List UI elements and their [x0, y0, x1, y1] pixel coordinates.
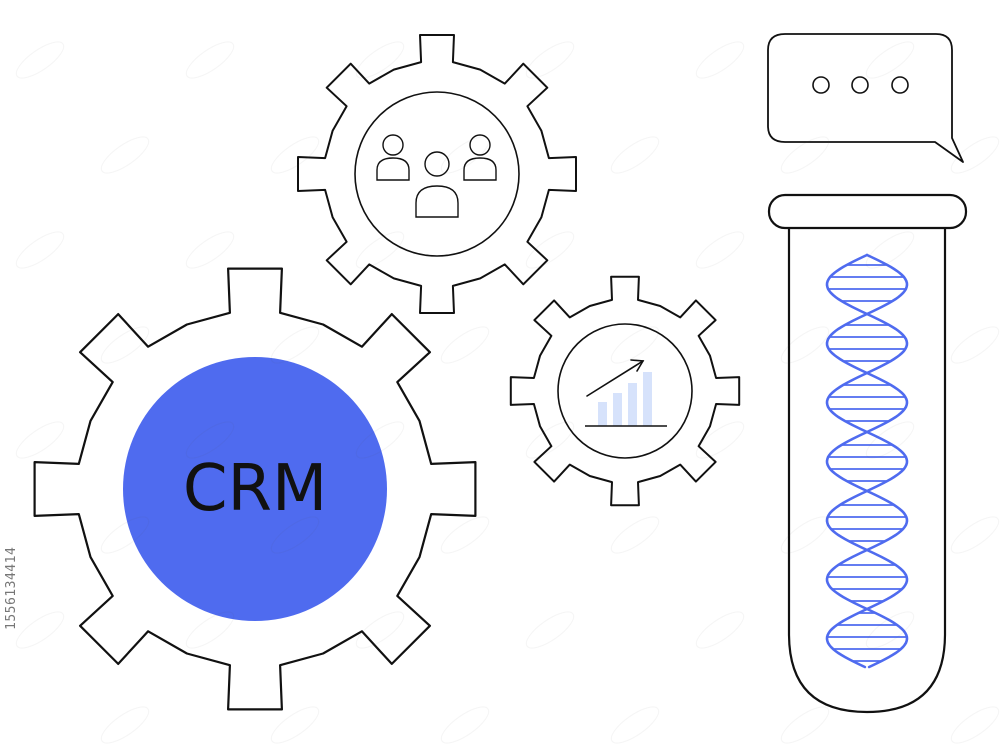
watermark-mark: [610, 136, 660, 174]
watermark-mark: [865, 231, 915, 269]
dot-icon: [812, 76, 830, 94]
watermark-mark: [865, 421, 915, 459]
watermark-mark: [610, 706, 660, 744]
watermark-mark: [100, 326, 150, 364]
trend-arrow-icon: [586, 359, 645, 397]
watermark-mark: [100, 136, 150, 174]
watermark-mark: [950, 516, 1000, 554]
watermark-mark: [185, 41, 235, 79]
watermark-mark: [185, 421, 235, 459]
watermark-mark: [695, 231, 745, 269]
watermark-mark: [525, 231, 575, 269]
watermark-mark: [355, 41, 405, 79]
watermark-mark: [355, 421, 405, 459]
crm-label: CRM: [183, 452, 327, 526]
watermark-mark: [270, 706, 320, 744]
watermark-mark: [780, 136, 830, 174]
watermark-mark: [780, 326, 830, 364]
watermark-mark: [100, 516, 150, 554]
watermark-mark: [440, 706, 490, 744]
watermark-mark: [270, 136, 320, 174]
crm-badge-circle: [123, 357, 387, 621]
watermark-mark: [525, 41, 575, 79]
watermark-mark: [695, 611, 745, 649]
watermark-mark: [15, 611, 65, 649]
dna-strand: [825, 253, 909, 669]
watermark-mark: [610, 326, 660, 364]
dna-strand: [825, 253, 909, 669]
watermark-mark: [440, 516, 490, 554]
watermark-mark: [440, 326, 490, 364]
watermark-mark: [355, 611, 405, 649]
watermark-mark: [185, 231, 235, 269]
team-people-icon: [376, 134, 497, 218]
dna-helix-icon: [825, 253, 909, 669]
watermark-mark: [355, 231, 405, 269]
growth-chart-gear-icon: [509, 275, 741, 507]
watermark-mark: [610, 516, 660, 554]
watermark-mark: [525, 611, 575, 649]
watermark-mark: [780, 706, 830, 744]
crm-gear-icon: CRM: [33, 267, 477, 711]
watermark-mark: [695, 421, 745, 459]
watermark-mark: [780, 516, 830, 554]
speech-bubble-icon: [767, 33, 964, 163]
dot-icon: [851, 76, 869, 94]
watermark-mark: [15, 231, 65, 269]
stock-id-text: 1556134414: [4, 546, 19, 630]
watermark-mark: [270, 326, 320, 364]
test-tube-icon: [767, 193, 968, 714]
watermark-pattern: [15, 41, 1000, 744]
watermark-mark: [15, 41, 65, 79]
team-gear-icon: [297, 34, 577, 314]
watermark-mark: [950, 326, 1000, 364]
watermark-mark: [950, 136, 1000, 174]
watermark-mark: [865, 41, 915, 79]
watermark-mark: [15, 421, 65, 459]
watermark-mark: [185, 611, 235, 649]
watermark-mark: [865, 611, 915, 649]
watermark-mark: [270, 516, 320, 554]
watermark-mark: [100, 706, 150, 744]
dot-icon: [891, 76, 909, 94]
bar-chart-icon: [585, 372, 667, 427]
watermark-mark: [525, 421, 575, 459]
watermark-mark: [440, 136, 490, 174]
watermark-mark: [695, 41, 745, 79]
watermark-mark: [950, 706, 1000, 744]
